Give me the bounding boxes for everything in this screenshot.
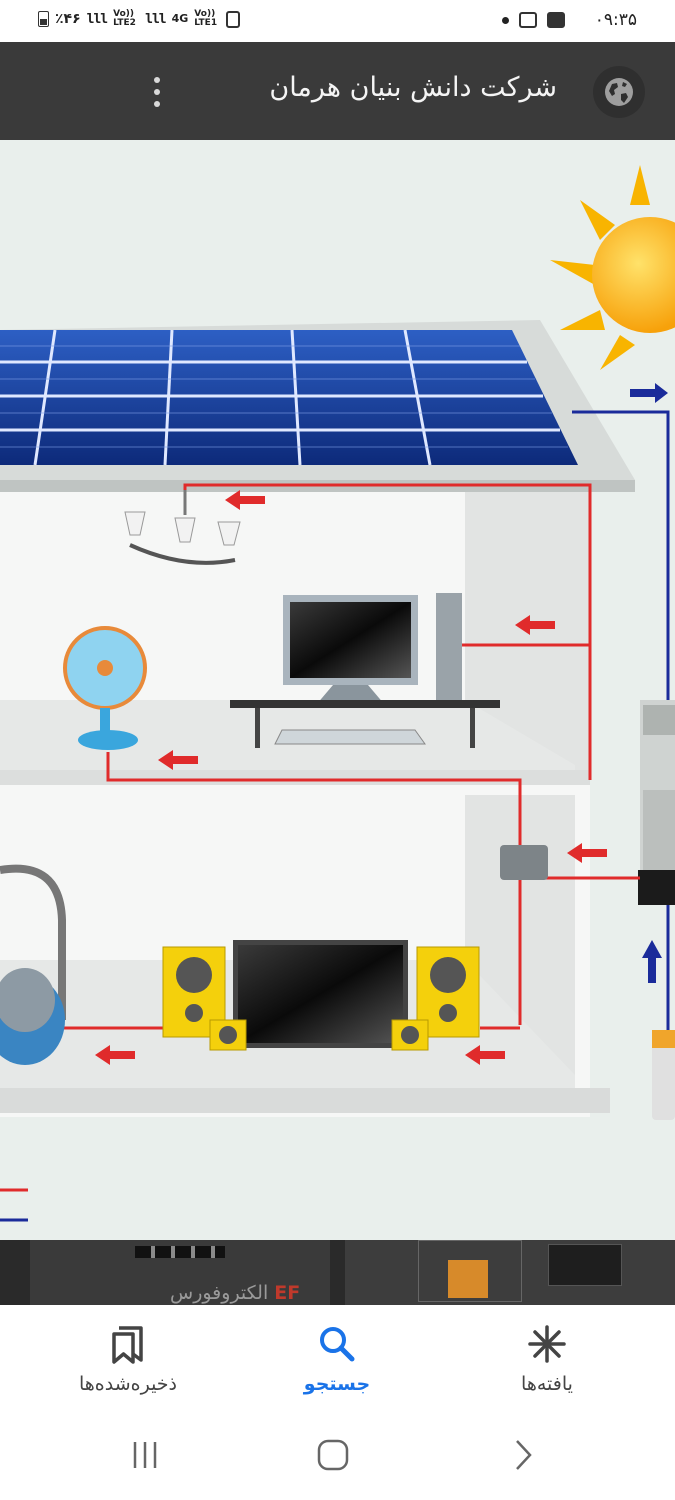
related-thumbnail-detail: [135, 1246, 225, 1258]
signal-icon: lll: [86, 11, 109, 27]
chevron-right-icon: [516, 1440, 532, 1470]
nav-saved-label: ذخیره‌شده‌ها: [78, 1373, 178, 1395]
vacuum-illustration: [0, 864, 66, 1065]
system-navigation-bar: [0, 1415, 675, 1500]
nav-search[interactable]: جستجو: [262, 1323, 412, 1395]
page-title: شرکت دانش بنیان هرمان: [269, 72, 557, 103]
bookmarks-icon: [111, 1323, 145, 1365]
gallery-icon: [546, 12, 565, 28]
voicemail-icon: [518, 12, 537, 28]
battery-icon: [38, 11, 49, 27]
app-header: شرکت دانش بنیان هرمان: [0, 42, 675, 140]
search-icon: [317, 1323, 357, 1365]
related-caption-text: الکتروفورس: [170, 1282, 269, 1304]
nav-saved[interactable]: ذخیره‌شده‌ها: [53, 1323, 203, 1395]
app-notification-icon: [226, 10, 241, 28]
home-icon: [317, 1439, 349, 1471]
recent-apps-button[interactable]: [125, 1435, 165, 1475]
solar-panel: [0, 329, 578, 466]
solar-house-diagram: [0, 165, 675, 1222]
back-button[interactable]: [503, 1435, 543, 1475]
notification-dot-icon: [501, 16, 509, 24]
related-thumbnail-product: [448, 1260, 488, 1298]
signal-icon-2: lll: [145, 11, 167, 27]
related-result-caption[interactable]: EF الکتروفورس: [170, 1282, 300, 1304]
related-results-strip[interactable]: EF الکتروفورس: [0, 1240, 675, 1305]
computer-illustration: [230, 593, 500, 748]
discover-icon: [527, 1323, 567, 1365]
fan-illustration: [63, 626, 147, 750]
status-left: ٪۴۶ lll Vo)) LTE2 lll 4G Vo)) LTE1: [38, 9, 241, 28]
globe-icon: [605, 78, 633, 106]
related-thumbnail: [418, 1240, 522, 1302]
sim-2-label: Vo)) LTE2: [113, 9, 136, 28]
more-options-button[interactable]: [140, 70, 174, 114]
recent-apps-icon: [133, 1442, 157, 1468]
sun-illustration: [550, 165, 675, 370]
image-viewer[interactable]: [0, 140, 675, 1240]
tv-illustration: [162, 940, 480, 1051]
switch-box: [500, 845, 548, 880]
nav-search-label: جستجو: [303, 1373, 371, 1395]
clock: ۰۹:۳۵: [594, 10, 637, 30]
network-type: 4G: [171, 12, 189, 25]
status-bar: ٪۴۶ lll Vo)) LTE2 lll 4G Vo)) LTE1 ۰۹:۳۵: [0, 0, 675, 42]
status-right: ۰۹:۳۵: [501, 10, 637, 30]
more-dot: [154, 101, 160, 107]
nav-discover-label: یافته‌ها: [521, 1373, 573, 1395]
nav-discover[interactable]: یافته‌ها: [472, 1323, 622, 1395]
sim-1-label: Vo)) LTE1: [194, 9, 218, 28]
related-caption-prefix: EF: [274, 1282, 301, 1304]
site-info-button[interactable]: [593, 66, 645, 118]
more-vertical-icon: [154, 77, 160, 83]
power-flow-arrows: [95, 490, 607, 1065]
bottom-navigation: ذخیره‌شده‌ها جستجو یافته‌ها: [0, 1305, 675, 1415]
chandelier-illustration: [124, 490, 241, 565]
more-dot: [154, 89, 160, 95]
battery-percent: ٪۴۶: [55, 11, 81, 27]
home-button[interactable]: [313, 1435, 353, 1475]
related-thumbnail-battery: [548, 1244, 622, 1286]
